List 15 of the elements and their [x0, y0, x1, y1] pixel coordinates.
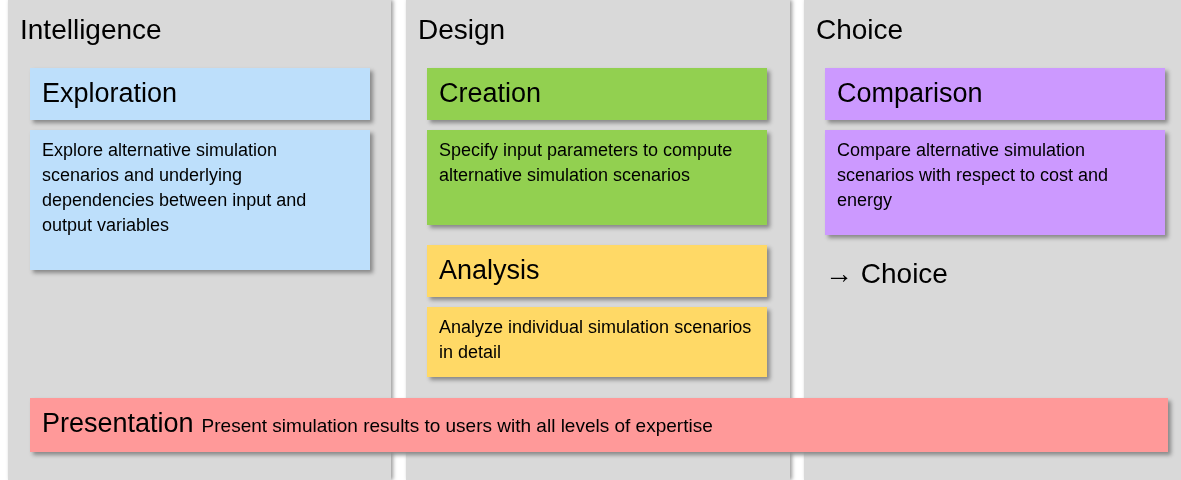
- heading-box: Analysis: [427, 245, 767, 297]
- description-box: Explore alternative simulation scenarios and underlying dependencies between input and output variables: [30, 130, 370, 270]
- heading-box: Exploration: [30, 68, 370, 120]
- banner-text: Present simulation results to users with all levels of expertise: [201, 415, 713, 437]
- banner-box: [30, 398, 1168, 452]
- heading-box: Comparison: [825, 68, 1165, 120]
- column-title: Choice: [816, 14, 904, 46]
- heading-box: Creation: [427, 68, 767, 120]
- column-title: Intelligence: [20, 14, 162, 46]
- description-box: Compare alternative simulation scenarios with respect to cost and energy: [825, 130, 1165, 235]
- note-text: → Choice: [825, 258, 948, 290]
- column-title: Design: [418, 14, 506, 46]
- banner-title: Presentation: [42, 408, 194, 439]
- description-box: Analyze individual simulation scenarios in detail: [427, 307, 767, 377]
- description-box: Specify input parameters to compute alternative simulation scenarios: [427, 130, 767, 225]
